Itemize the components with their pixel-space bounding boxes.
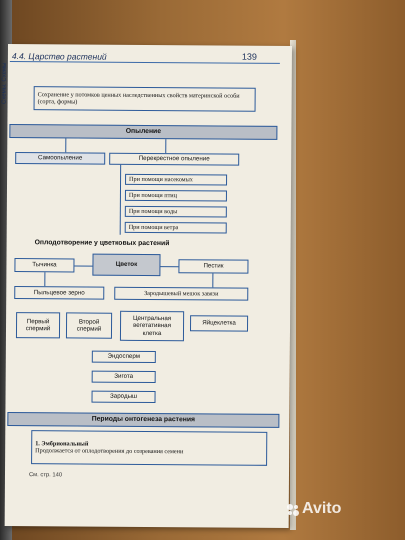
method-box: При помощи птиц (124, 189, 227, 202)
endosperm-box: Эндосперм (91, 350, 156, 364)
period-text: Продолжается от оплодотворения до созрев… (35, 447, 184, 456)
arrow (212, 273, 214, 288)
zygote-box: Зигота (91, 370, 156, 384)
first-sperm-box: Первый спермий (15, 312, 61, 339)
cross-pollination-box: Перекрестное опыление (109, 152, 240, 166)
bracket-line (119, 164, 122, 235)
header-title: 4.4. Царство растений (11, 51, 107, 62)
embryo-box: Зародыш (91, 390, 156, 404)
stamen-box: Тычинка (14, 258, 75, 273)
ontogenesis-banner: Периоды онтогенеза растения (7, 412, 280, 428)
header-rule (9, 61, 280, 64)
self-pollination-box: Самоопыление (15, 152, 106, 165)
page-edge (290, 40, 296, 530)
arrow (65, 138, 67, 153)
arrow (160, 266, 179, 268)
pollen-box: Пыльцевое зерно (14, 286, 105, 300)
second-sperm-box: Второй спермий (65, 312, 113, 339)
egg-cell-box: Яйцеклетка (189, 315, 249, 332)
method-box: При помощи воды (124, 205, 227, 218)
method-box: При помощи насекомых (125, 173, 228, 186)
fertilization-heading: Оплодотворение у цветковых растений (34, 239, 170, 248)
pollination-banner: Опыление (9, 124, 278, 140)
page-number: 139 (241, 51, 257, 62)
flower-box: Цветок (92, 253, 161, 277)
footer-reference: См. стр. 140 (28, 472, 63, 479)
side-label: Схемы. Схемы (1, 62, 8, 104)
central-cell-box: Центральная вегетативная клетка (119, 310, 185, 342)
pistil-box: Пестик (178, 259, 249, 274)
arrow (165, 139, 167, 154)
embryonic-period-box: 1. Эмбриональный Продолжается от оплодот… (31, 430, 268, 466)
top-box: Сохранение у потомков ценных наследствен… (33, 86, 256, 112)
embryo-sac-box: Зародышевый мешок завязи (114, 286, 249, 301)
arrow (74, 265, 93, 267)
arrow (44, 272, 46, 287)
avito-watermark: Avito (302, 500, 342, 517)
method-box: При помощи ветра (124, 221, 227, 234)
avito-logo-icon (287, 504, 299, 516)
book-page: 4.4. Царство растений 139 Схемы. Схемы С… (1, 44, 292, 528)
